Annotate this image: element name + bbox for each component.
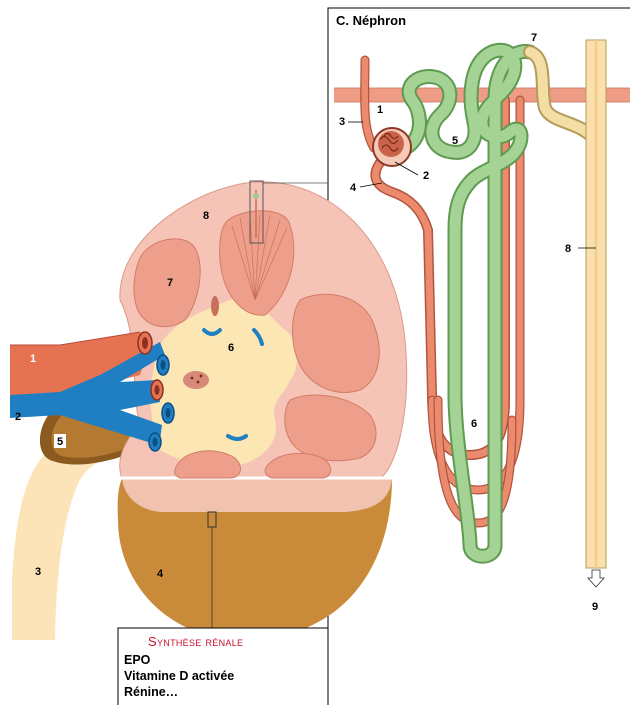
synthesis-box: Synthèse rénale EPO Vitamine D activée R… [118, 628, 328, 705]
nephron-label-8: 8 [565, 243, 571, 255]
papilla [211, 296, 219, 316]
kidney-label-capsule: 4 [157, 568, 164, 580]
ureter [12, 452, 130, 640]
synthesis-title: Synthèse rénale [148, 634, 243, 649]
nephron-label-1: 1 [377, 104, 383, 116]
synthesis-line-epo: EPO [124, 653, 151, 667]
nephron-label-9: 9 [592, 601, 598, 613]
glomerulus [373, 128, 411, 166]
nephron-label-6: 6 [471, 418, 477, 430]
urine-arrow-icon [588, 570, 604, 587]
kidney-label-pelvis: 5 [57, 436, 63, 448]
kidney: 1 2 3 4 5 6 7 8 [10, 181, 407, 640]
kidney-label-pyramid: 7 [167, 277, 173, 289]
kidney-label-cortex: 8 [203, 210, 209, 222]
kidney-label-artery: 1 [30, 353, 36, 365]
renal-hilum-node [183, 371, 209, 389]
synthesis-line-vitd: Vitamine D activée [124, 669, 234, 683]
nephron-label-2: 2 [423, 170, 429, 182]
nephron-label-4: 4 [350, 182, 357, 194]
nephron-label-3: 3 [339, 116, 345, 128]
kidney-label-ureter: 3 [35, 566, 41, 578]
synthesis-line-renin: Rénine… [124, 685, 178, 699]
collecting-duct [586, 40, 606, 568]
nephron-label-7: 7 [531, 32, 537, 44]
nephron-label-5: 5 [452, 135, 458, 147]
nephron-title: C. Néphron [336, 13, 406, 28]
kidney-label-vein: 2 [15, 411, 21, 423]
kidney-label-sinus: 6 [228, 342, 234, 354]
